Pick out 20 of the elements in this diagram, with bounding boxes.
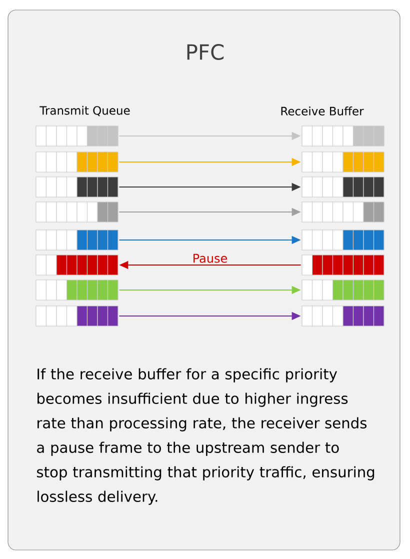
queue-bar — [36, 306, 118, 326]
queue-bar — [302, 230, 384, 250]
queue-bar — [36, 126, 118, 146]
edge-label: Pause — [194, 254, 228, 263]
queue-bar — [36, 152, 118, 172]
queue-bar — [36, 254, 118, 276]
queue-bar — [302, 306, 384, 326]
queue-bar — [302, 254, 384, 276]
description-text: If the receive buffer for a specific priority becomes insufficient due to higher ingress rate than processing rate, the receiver sends a pause frame to the upstream sender to stop transmitting that priority traffic, ensuring lossless delivery. — [36, 368, 374, 505]
column-heading: Receive Buffer — [281, 106, 364, 116]
queue-bar — [36, 176, 118, 198]
queue-bar — [302, 152, 384, 172]
queue-bar — [36, 230, 118, 250]
queue-bar — [302, 202, 384, 222]
title: PFC — [187, 44, 224, 60]
queue-bar — [36, 202, 118, 222]
queue-bar — [302, 280, 384, 300]
queue-bar — [36, 280, 118, 300]
queue-bar — [302, 176, 384, 198]
queue-bar — [302, 126, 384, 146]
